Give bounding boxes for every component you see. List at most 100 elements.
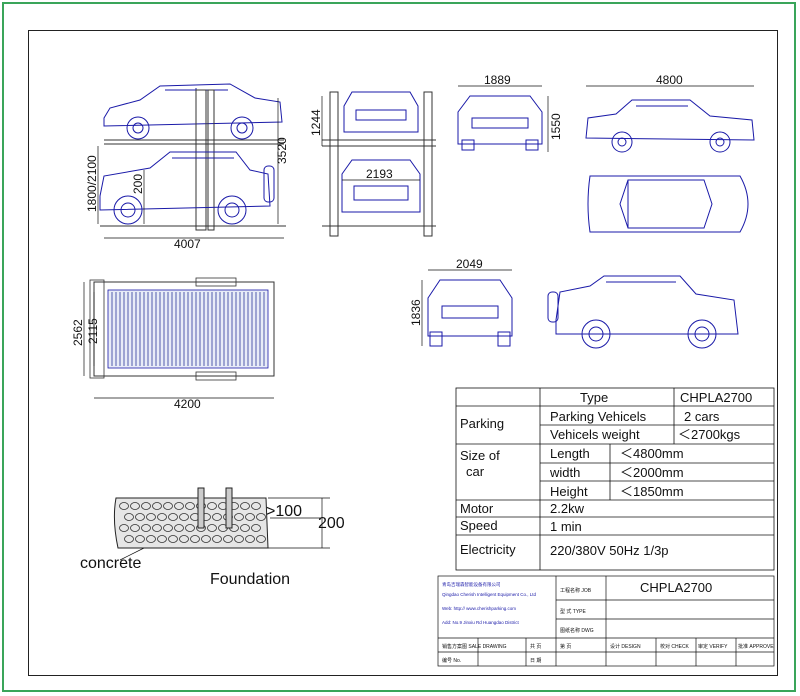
gravel-stone (168, 513, 178, 521)
front-view-lift (322, 91, 436, 237)
spec-value-vehicles: 2 cars (684, 409, 720, 424)
approve-label: 批准 APPROVE (738, 643, 774, 650)
spec-type-label: Type (580, 390, 608, 405)
spec-label-vehicles: Parking Vehicels (550, 409, 647, 424)
company-name-en: Qingdao Cherish Intelligent Equipment Co… (442, 592, 537, 597)
side-view-lift (99, 83, 286, 231)
sedan-top-view (587, 175, 749, 233)
gravel-stone (174, 502, 184, 510)
dwg-label: 图纸名称 DWG (560, 627, 594, 634)
gravel-stone (157, 535, 167, 543)
drawing-frame (28, 30, 778, 676)
gravel-stone (234, 535, 244, 543)
gravel-stone (146, 513, 156, 521)
dim-total-height: 3520 (275, 137, 289, 164)
gravel-stone (152, 524, 162, 532)
sedan-front-view (457, 95, 543, 151)
gravel-stone (240, 524, 250, 532)
company-web: Web: http:// www.cherishparking.com (442, 606, 516, 611)
type-label: 型 式 TYPE (560, 608, 587, 615)
gravel-stone (240, 502, 250, 510)
title-block (437, 575, 775, 667)
upper-car-front (343, 91, 419, 133)
gravel-stone (135, 535, 145, 543)
spec-group-electricity: Electricity (460, 542, 516, 557)
gravel-stone (141, 502, 151, 510)
spec-value-length: ＜4800mm (620, 446, 684, 461)
sedan-side-view (585, 99, 755, 153)
sale-drawing-label: 销售方案图 SALE DRAWING (442, 643, 507, 650)
platform-top-view (89, 277, 275, 381)
gravel-stone (234, 513, 244, 521)
spec-label-width: width (549, 465, 580, 480)
number-label: 编号 No. (442, 657, 461, 664)
spec-value-speed: 1 min (550, 519, 582, 534)
gravel-stone (179, 513, 189, 521)
gravel-stone (245, 535, 255, 543)
spec-label-length: Length (550, 446, 590, 461)
gravel-stone (174, 524, 184, 532)
gravel-stone (256, 513, 266, 521)
dim-platform-inner: 2115 (86, 318, 100, 344)
gravel-stone (119, 524, 129, 532)
foundation-material-label: concrete (80, 555, 141, 572)
spec-label-height: Height (550, 484, 588, 499)
dim-side-length: 4007 (174, 237, 201, 251)
dim-lift-level: 1244 (309, 109, 323, 136)
company-address: Add: No.9 Jinxiu Rd Huangdao District (442, 620, 520, 625)
lower-car-front (341, 159, 421, 213)
gravel-stone (163, 524, 173, 532)
foundation-depth: 200 (318, 515, 345, 532)
dim-platform-width: 2562 (71, 319, 85, 346)
gravel-stone (223, 535, 233, 543)
gravel-stone (124, 535, 134, 543)
gravel-stone (245, 513, 255, 521)
gravel-stone (251, 524, 261, 532)
dim-platform-length: 4200 (174, 397, 201, 411)
foundation-min-depth: >100 (266, 503, 302, 520)
dim-front-2193: 2193 (366, 167, 393, 181)
gravel-stone (201, 535, 211, 543)
lower-suv-front-wheel (217, 195, 247, 225)
gravel-stone (190, 535, 200, 543)
spec-group-car: car (466, 464, 485, 479)
spec-type-value: CHPLA2700 (680, 390, 752, 405)
spec-group-motor: Motor (460, 501, 494, 516)
upper-sedan-body (103, 83, 283, 127)
dim-top-car-length: 4800 (656, 73, 683, 87)
job-label: 工程名称 JOB (560, 587, 592, 594)
spec-group-speed: Speed (460, 518, 498, 533)
lower-suv-body (99, 151, 271, 211)
company-name-cn: 青岛吉瑞森智能设备有限公司 (442, 581, 501, 588)
dim-width-2049: 2049 (456, 257, 483, 271)
spec-value-height: ＜1850mm (620, 484, 684, 499)
spec-group-size: Size of (460, 448, 500, 463)
gravel-stone (146, 535, 156, 543)
gravel-stone (207, 524, 217, 532)
verify-label: 审定 VERIFY (698, 643, 728, 650)
foundation-title: Foundation (210, 571, 290, 588)
dim-top-car-width: 1889 (484, 73, 511, 87)
gravel-stone (152, 502, 162, 510)
gravel-stone (212, 535, 222, 543)
suv-side-view (547, 275, 739, 349)
gravel-stone (207, 502, 217, 510)
gravel-stone (251, 502, 261, 510)
gravel-stone (168, 535, 178, 543)
spec-value-electricity: 220/380V 50Hz 1/3p (550, 543, 669, 558)
spec-group-parking: Parking (460, 416, 504, 431)
gravel-stone (157, 513, 167, 521)
gravel-stone (135, 513, 145, 521)
lower-suv-rear-wheel (113, 195, 143, 225)
suv-front-view (427, 279, 513, 347)
job-value: CHPLA2700 (640, 580, 712, 595)
gravel-stone (212, 513, 222, 521)
gravel-stone (179, 535, 189, 543)
upper-sedan-rear-wheel (126, 116, 150, 140)
gravel-stone (185, 524, 195, 532)
dim-200-side: 200 (131, 174, 145, 194)
gravel-stone (185, 502, 195, 510)
total-pages-label: 共 页 (530, 643, 541, 650)
